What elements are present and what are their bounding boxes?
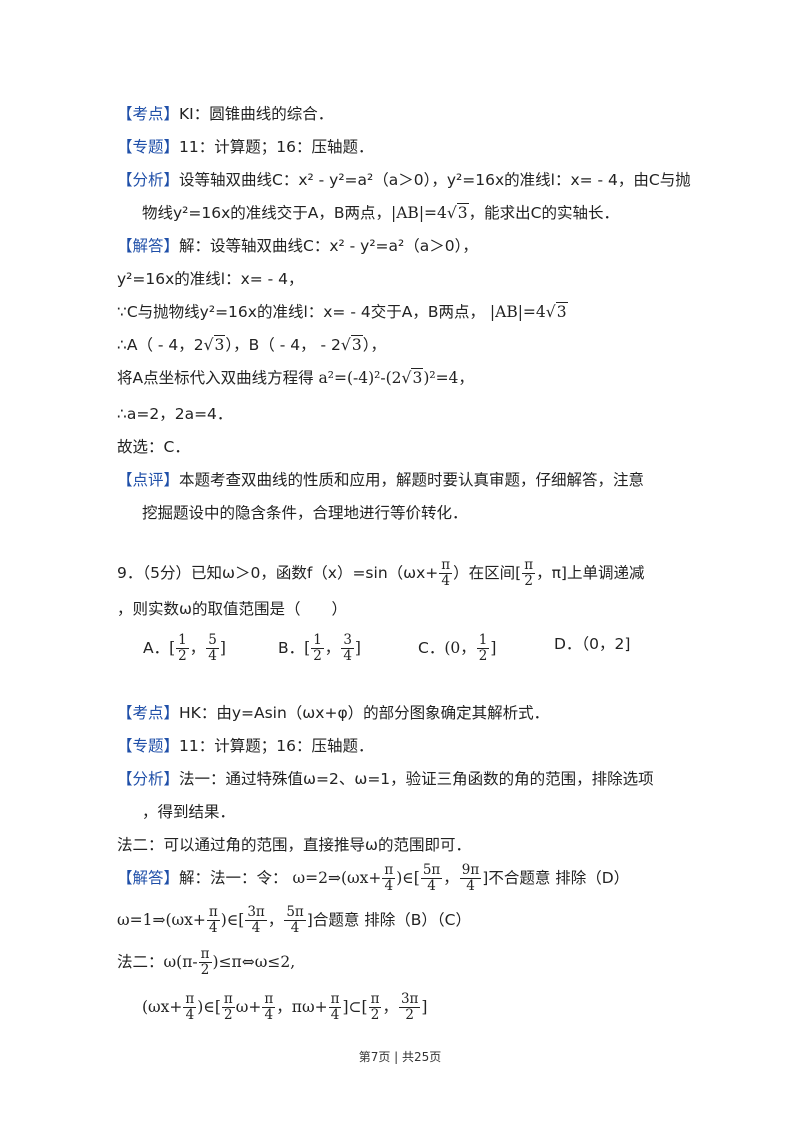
fenxi2-line-3: 法二：可以通过角的范围，直接推导ω的范围即可．: [117, 836, 471, 854]
zhuanti-line-2: 【专题】11：计算题；16：压轴题．: [117, 737, 374, 755]
dianping-line-1: 【点评】本题考查双曲线的性质和应用，解题时要认真审题，仔细解答，注意: [117, 471, 645, 489]
jieda-line-7: 故选：C．: [117, 438, 190, 456]
jieda-line-4: ∴A（ - 4，2√3），B（ - 4， - 2√3），: [117, 335, 386, 354]
kaodian-line-1: 【考点】KI：圆锥曲线的综合．: [117, 105, 334, 123]
kaodian-tag: 【考点】: [117, 105, 180, 123]
jieda-line-6: ∴a=2，2a=4．: [117, 405, 233, 423]
jieda-line-5: 将A点坐标代入双曲线方程得 a²=(-4)²-(2√3)²=4，: [117, 368, 474, 387]
jieda-line-1: 【解答】解：设等轴双曲线C：x² - y²=a²（a＞0），: [117, 237, 478, 255]
fenxi2-line-1: 【分析】法一：通过特殊值ω=2、ω=1，验证三角函数的角的范围，排除选项: [117, 770, 654, 788]
kaodian-line-2: 【考点】HK：由y=Asin（ωx+φ）的部分图象确定其解析式．: [117, 704, 550, 722]
dianping-line-2: 挖掘题设中的隐含条件，合理地进行等价转化．: [142, 504, 468, 522]
option-d: D．（0，2]: [554, 635, 631, 653]
zhuanti-line-1: 【专题】11：计算题；16：压轴题．: [117, 138, 374, 156]
fenxi-line-2: 物线y²=16x的准线交于A，B两点，|AB|=4√3，能求出C的实轴长．: [142, 203, 619, 222]
jieda-line-3: ∵C与抛物线y²=16x的准线l：x= - 4交于A，B两点， |AB|=4√3: [117, 302, 568, 321]
page-footer: 第7页 | 共25页: [358, 1050, 442, 1064]
jieda-line-2: y²=16x的准线l：x= - 4，: [117, 270, 304, 288]
fenxi2-line-2: ，得到结果．: [142, 803, 236, 821]
fenxi-line-1: 【分析】设等轴双曲线C：x² - y²=a²（a＞0），y²=16x的准线l：x…: [117, 171, 691, 189]
question-9-stem-2: ，则实数ω的取值范围是（ ）: [117, 600, 347, 618]
